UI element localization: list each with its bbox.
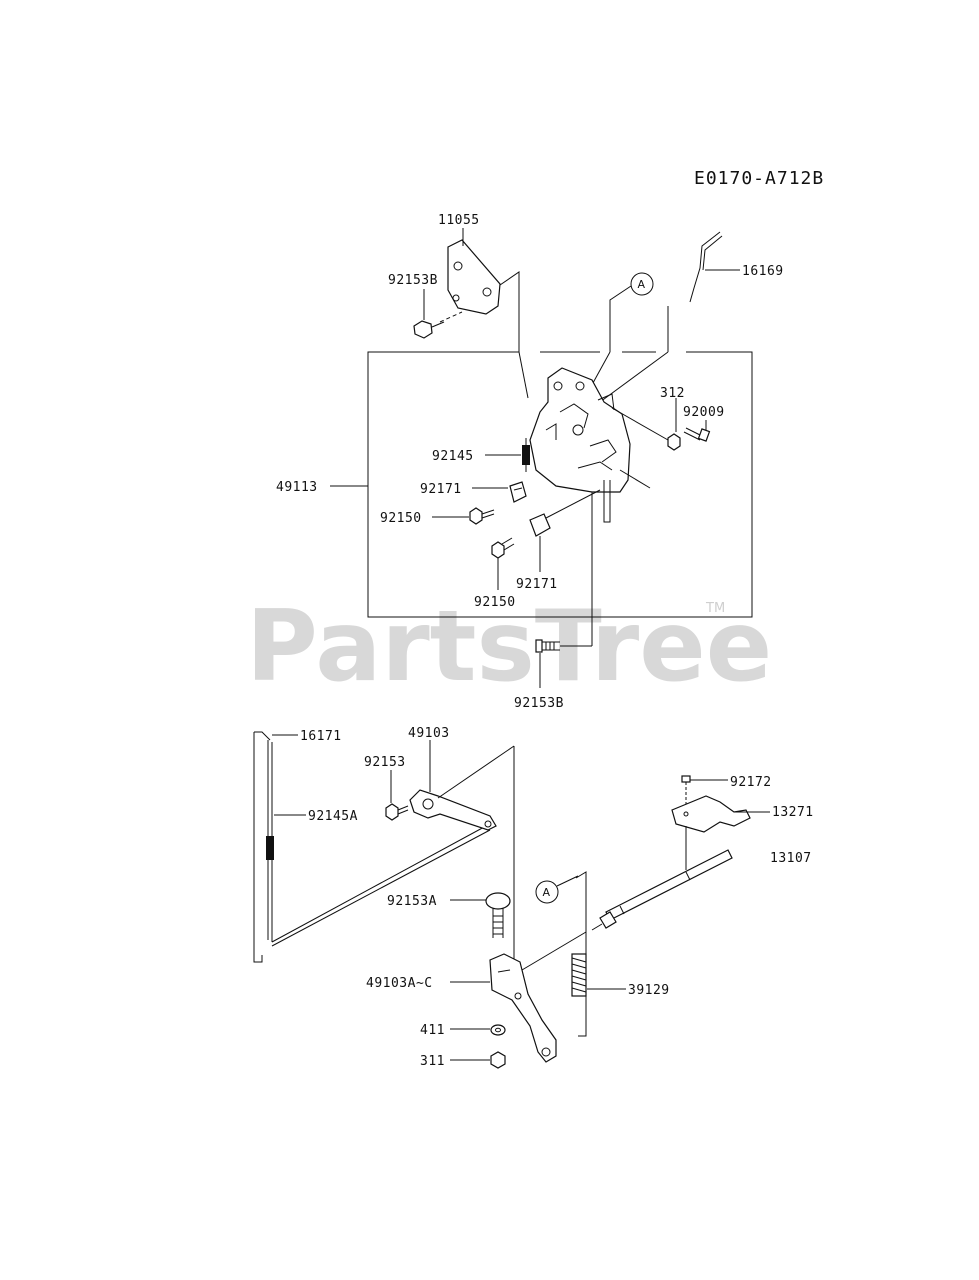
spring-39129 bbox=[571, 953, 587, 997]
spring-92145A bbox=[266, 836, 274, 860]
ref-mark-A-top: A bbox=[630, 272, 654, 296]
part-label-92153A: 92153A bbox=[387, 894, 437, 909]
part-label-411: 411 bbox=[420, 1023, 445, 1038]
lever-49103 bbox=[409, 789, 497, 831]
nut-312 bbox=[667, 433, 681, 451]
part-label-92145A: 92145A bbox=[308, 809, 358, 824]
part-label-92153B-top: 92153B bbox=[388, 273, 438, 288]
leader-92171-b-up bbox=[545, 489, 601, 519]
part-label-92150-b: 92150 bbox=[474, 595, 516, 610]
svg-text:A: A bbox=[543, 886, 551, 899]
part-label-92153: 92153 bbox=[364, 755, 406, 770]
leader-11055-bracket bbox=[499, 271, 520, 352]
bolt-92150-b bbox=[491, 537, 515, 559]
bolt-92153A bbox=[485, 892, 511, 938]
cover-plate-11055 bbox=[447, 239, 501, 315]
nut-311 bbox=[490, 1051, 506, 1069]
clip-92171-a bbox=[509, 481, 527, 503]
part-label-92150-a: 92150 bbox=[380, 511, 422, 526]
link-rod-2 bbox=[271, 829, 491, 947]
washer-411 bbox=[490, 1024, 506, 1036]
part-label-49113: 49113 bbox=[276, 480, 318, 495]
part-label-49103AC: 49103A~C bbox=[366, 976, 433, 991]
bracket-16171-top bbox=[254, 731, 271, 741]
plate-13271 bbox=[671, 795, 751, 833]
shaft-13107 bbox=[599, 849, 733, 929]
bolt-92153B-top bbox=[413, 320, 445, 339]
part-label-312: 312 bbox=[660, 386, 685, 401]
bolt-92153 bbox=[385, 803, 409, 821]
link-rod bbox=[271, 825, 487, 943]
diagram-code: E0170-A712B bbox=[694, 168, 824, 189]
watermark-tm: TM bbox=[705, 601, 725, 616]
part-label-92145: 92145 bbox=[432, 449, 474, 464]
part-label-92172: 92172 bbox=[730, 775, 772, 790]
leader-shaft-end bbox=[591, 923, 603, 931]
leader-arm-rod bbox=[521, 931, 587, 971]
part-label-49103: 49103 bbox=[408, 726, 450, 741]
part-label-11055: 11055 bbox=[438, 213, 480, 228]
control-bracket-49113 bbox=[529, 367, 651, 493]
spring-92145 bbox=[522, 438, 530, 472]
rod-16169 bbox=[689, 231, 723, 303]
part-label-13107: 13107 bbox=[770, 851, 812, 866]
leader-16169-down-2 bbox=[599, 351, 669, 403]
part-label-92153B-bottom: 92153B bbox=[514, 696, 564, 711]
leader-49103-up bbox=[437, 745, 515, 799]
part-label-311: 311 bbox=[420, 1054, 445, 1069]
control-arm-49103AC bbox=[489, 953, 557, 1063]
leader-92153B-dash bbox=[439, 311, 463, 323]
part-label-92171-b: 92171 bbox=[516, 577, 558, 592]
part-label-16169: 16169 bbox=[742, 264, 784, 279]
part-label-92009: 92009 bbox=[683, 405, 725, 420]
screw-92172 bbox=[681, 775, 691, 804]
bracket-16171 bbox=[253, 732, 263, 963]
leader-bracket-tab bbox=[603, 480, 611, 523]
watermark: PartsTree bbox=[246, 590, 772, 704]
part-label-13271: 13271 bbox=[772, 805, 814, 820]
bolt-92153B-bottom bbox=[535, 639, 560, 653]
leader-11055-bracket-2 bbox=[518, 351, 529, 399]
svg-text:A: A bbox=[638, 278, 646, 291]
leader-bracket-312 bbox=[611, 407, 669, 441]
clip-92171-b bbox=[529, 513, 551, 537]
part-label-92171-a: 92171 bbox=[420, 482, 462, 497]
screw-92009 bbox=[683, 427, 711, 442]
part-label-39129: 39129 bbox=[628, 983, 670, 998]
bolt-92150-a bbox=[469, 507, 495, 525]
part-label-16171: 16171 bbox=[300, 729, 342, 744]
assembly-box-49113 bbox=[367, 351, 753, 618]
leader-ref-A-top bbox=[609, 285, 632, 352]
ref-mark-A-bottom: A bbox=[535, 880, 559, 904]
leader-ref-A-bottom bbox=[556, 875, 579, 887]
